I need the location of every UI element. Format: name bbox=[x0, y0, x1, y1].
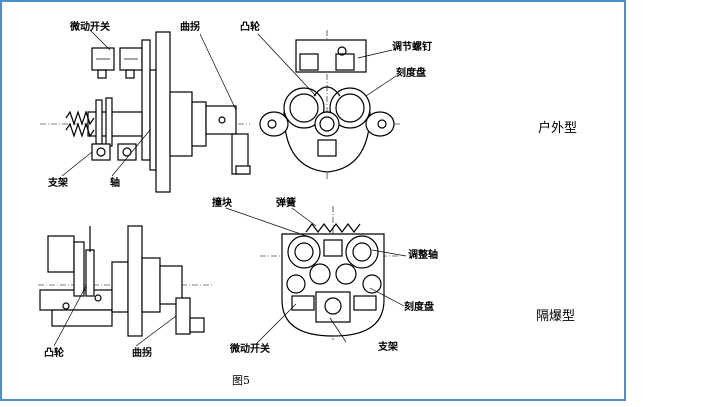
label-bracket-bottom: 支架 bbox=[377, 340, 398, 353]
label-bracket-top: 支架 bbox=[47, 176, 68, 189]
top-front-view bbox=[257, 30, 400, 180]
label-spring: 弹簧 bbox=[276, 196, 296, 209]
label-micro-switch-top: 微动开关 bbox=[69, 20, 110, 33]
label-shaft-top: 轴 bbox=[110, 176, 120, 189]
label-adjust-shaft: 调整轴 bbox=[408, 248, 438, 261]
bottom-side-view bbox=[38, 225, 212, 347]
right-margin bbox=[627, 0, 703, 407]
label-cam-top: 凸轮 bbox=[240, 20, 260, 33]
label-dial-bottom: 刻度盘 bbox=[404, 300, 434, 313]
top-side-view bbox=[40, 29, 251, 193]
label-dial-top: 刻度盘 bbox=[396, 66, 426, 79]
label-micro-switch-bottom: 微动开关 bbox=[229, 342, 270, 355]
label-adjust-screw: 调节螺钉 bbox=[392, 40, 432, 53]
figure-caption: 图5 bbox=[232, 374, 250, 387]
type-explosion-proof: 隔爆型 bbox=[536, 309, 575, 324]
label-cam-bottom: 凸轮 bbox=[44, 346, 64, 359]
label-crank-top: 曲拐 bbox=[180, 20, 200, 33]
label-crank-bottom: 曲拐 bbox=[132, 346, 152, 359]
bottom-front-view bbox=[225, 206, 407, 345]
type-outdoor: 户外型 bbox=[538, 120, 577, 136]
label-striker: 撞块 bbox=[212, 196, 233, 209]
